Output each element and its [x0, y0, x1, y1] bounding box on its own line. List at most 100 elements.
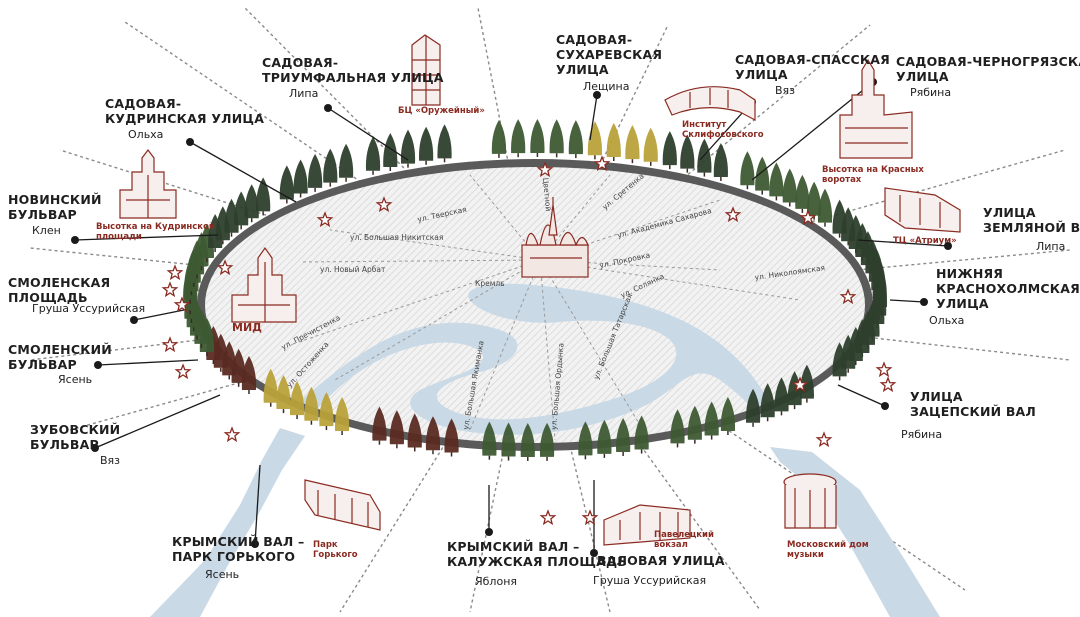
atrium-icon: [884, 187, 961, 233]
star-icon: [216, 259, 234, 276]
tree-krymsky-park: Ясень: [205, 568, 240, 581]
tree: [774, 377, 789, 412]
tree: [338, 143, 354, 178]
tree: [578, 421, 593, 456]
tree: [372, 406, 387, 441]
tree: [365, 136, 381, 171]
tree: [383, 133, 398, 168]
mid-icon: [231, 246, 297, 323]
landmark-krasnye-vorota: Высотка на Красных воротах: [822, 165, 924, 185]
tree: [745, 388, 761, 423]
label-spasskaya: САДОВАЯ-СПАССКАЯ УЛИЦА: [735, 52, 890, 82]
tree: [597, 419, 612, 454]
tree: [769, 162, 784, 197]
tree: [482, 421, 497, 456]
landmark-mid: МИД: [232, 321, 262, 334]
star-icon: [875, 361, 893, 378]
star-icon: [316, 211, 334, 228]
river-outside: [150, 428, 940, 617]
tree: [740, 151, 755, 186]
dom-muzyki-icon: [783, 473, 837, 529]
tree: [720, 397, 736, 432]
landmark-kudrinskaya: Высотка на Кудринской площади: [96, 222, 215, 242]
label-krymsky-park: КРЫМСКИЙ ВАЛ – ПАРК ГОРЬКОГО: [172, 534, 305, 564]
tree: [444, 418, 459, 453]
tree-chernogryazskaya: Рябина: [910, 86, 952, 99]
label-krymsky-kaluzhskaya: КРЫМСКИЙ ВАЛ – КАЛУЖСКАЯ ПЛОЩАДЬ: [447, 539, 628, 569]
tree: [501, 422, 516, 457]
tree: [407, 413, 422, 448]
tree: [806, 181, 822, 216]
tree: [279, 165, 294, 200]
tree: [662, 131, 677, 166]
label-valovaya: ВАЛОВАЯ УЛИЦА: [597, 553, 725, 568]
star-icon: [839, 288, 857, 305]
street-kremlin: Кремль: [475, 279, 505, 288]
star-icon: [539, 509, 557, 526]
label-novinsky: НОВИНСКИЙ БУЛЬВАР: [8, 192, 102, 222]
star-icon: [174, 363, 192, 380]
tree: [530, 119, 545, 154]
tree: [704, 401, 719, 436]
tree: [634, 415, 649, 450]
star-icon: [799, 209, 817, 226]
tree: [263, 368, 278, 403]
tree-rows: [183, 119, 888, 461]
star-icon: [593, 155, 611, 172]
tree: [389, 410, 404, 445]
tree: [418, 126, 434, 161]
tree-novinsky: Клен: [32, 224, 61, 237]
label-zatsepsky: УЛИЦА ЗАЦЕПСКИЙ ВАЛ: [910, 389, 1037, 419]
sklif-icon: [664, 86, 756, 121]
tree: [832, 342, 847, 377]
tree-zemlyanoy-val: Липа: [1036, 240, 1066, 253]
tree-smolenskaya-ploshchad: Груша Уссурийская: [32, 302, 146, 315]
label-smolenskaya-ploshchad: СМОЛЕНСКАЯ ПЛОЩАДЬ: [8, 275, 111, 305]
park-icon: [304, 479, 381, 531]
st-basils-cathedral-icon: [521, 197, 589, 278]
tree: [425, 416, 441, 451]
tree: [680, 134, 695, 169]
tree: [319, 392, 334, 427]
landmark-icons: [119, 34, 961, 546]
tree-spasskaya: Вяз: [775, 84, 796, 97]
paveletsky-icon: [603, 504, 691, 546]
tree: [244, 184, 259, 219]
tree-zatsepsky: Рябина: [901, 428, 943, 441]
label-krasnokholmskaya: НИЖНЯЯ КРАСНОХОЛМСКАЯ УЛИЦА: [936, 266, 1080, 311]
label-smolensky-bulvar: СМОЛЕНСКИЙ БУЛЬВАР: [8, 342, 112, 372]
tree: [755, 156, 770, 191]
label-kudrinskaya: САДОВАЯ- КУДРИНСКАЯ УЛИЦА: [105, 96, 265, 126]
tree: [549, 119, 564, 154]
landmark-sklif: Институт Склифосовского: [682, 120, 764, 140]
tree: [539, 422, 555, 457]
landmark-dom-muzyki: Московский дом музыки: [787, 540, 869, 560]
label-sukharevskaya: САДОВАЯ- СУХАРЕВСКАЯ УЛИЦА: [556, 32, 663, 77]
label-chernogryazskaya: САДОВАЯ-ЧЕРНОГРЯЗСКАЯ УЛИЦА: [896, 54, 1080, 84]
tree: [782, 168, 797, 203]
label-zubovsky: ЗУБОВСКИЙ БУЛЬВАР: [30, 422, 121, 452]
star-icon: [166, 264, 184, 281]
tree: [293, 159, 308, 194]
star-icon: [375, 196, 393, 213]
krasnye-vorota-icon: [839, 58, 913, 159]
landmark-park: Парк Горького: [313, 540, 358, 560]
moskva-river: [258, 283, 820, 443]
tree-triumfalnaya: Липа: [289, 87, 319, 100]
tree: [520, 422, 535, 457]
tree: [307, 153, 323, 188]
landmark-paveletsky: Павелецкий вокзал: [654, 530, 714, 550]
tree-kudrinskaya: Ольха: [128, 128, 164, 141]
star-icon: [161, 336, 179, 353]
tree: [400, 129, 416, 164]
star-icon: [536, 161, 554, 178]
kudrinskaya-icon: [119, 149, 177, 219]
tree: [323, 148, 338, 183]
star-icon: [879, 376, 897, 393]
tree: [643, 127, 658, 162]
tree-zubovsky: Вяз: [100, 454, 121, 467]
tree: [616, 417, 631, 452]
label-zemlyanoy-val: УЛИЦА ЗЕМЛЯНОЙ ВАЛ: [983, 205, 1080, 235]
street-tsvetnoy: Цветной: [541, 177, 553, 211]
